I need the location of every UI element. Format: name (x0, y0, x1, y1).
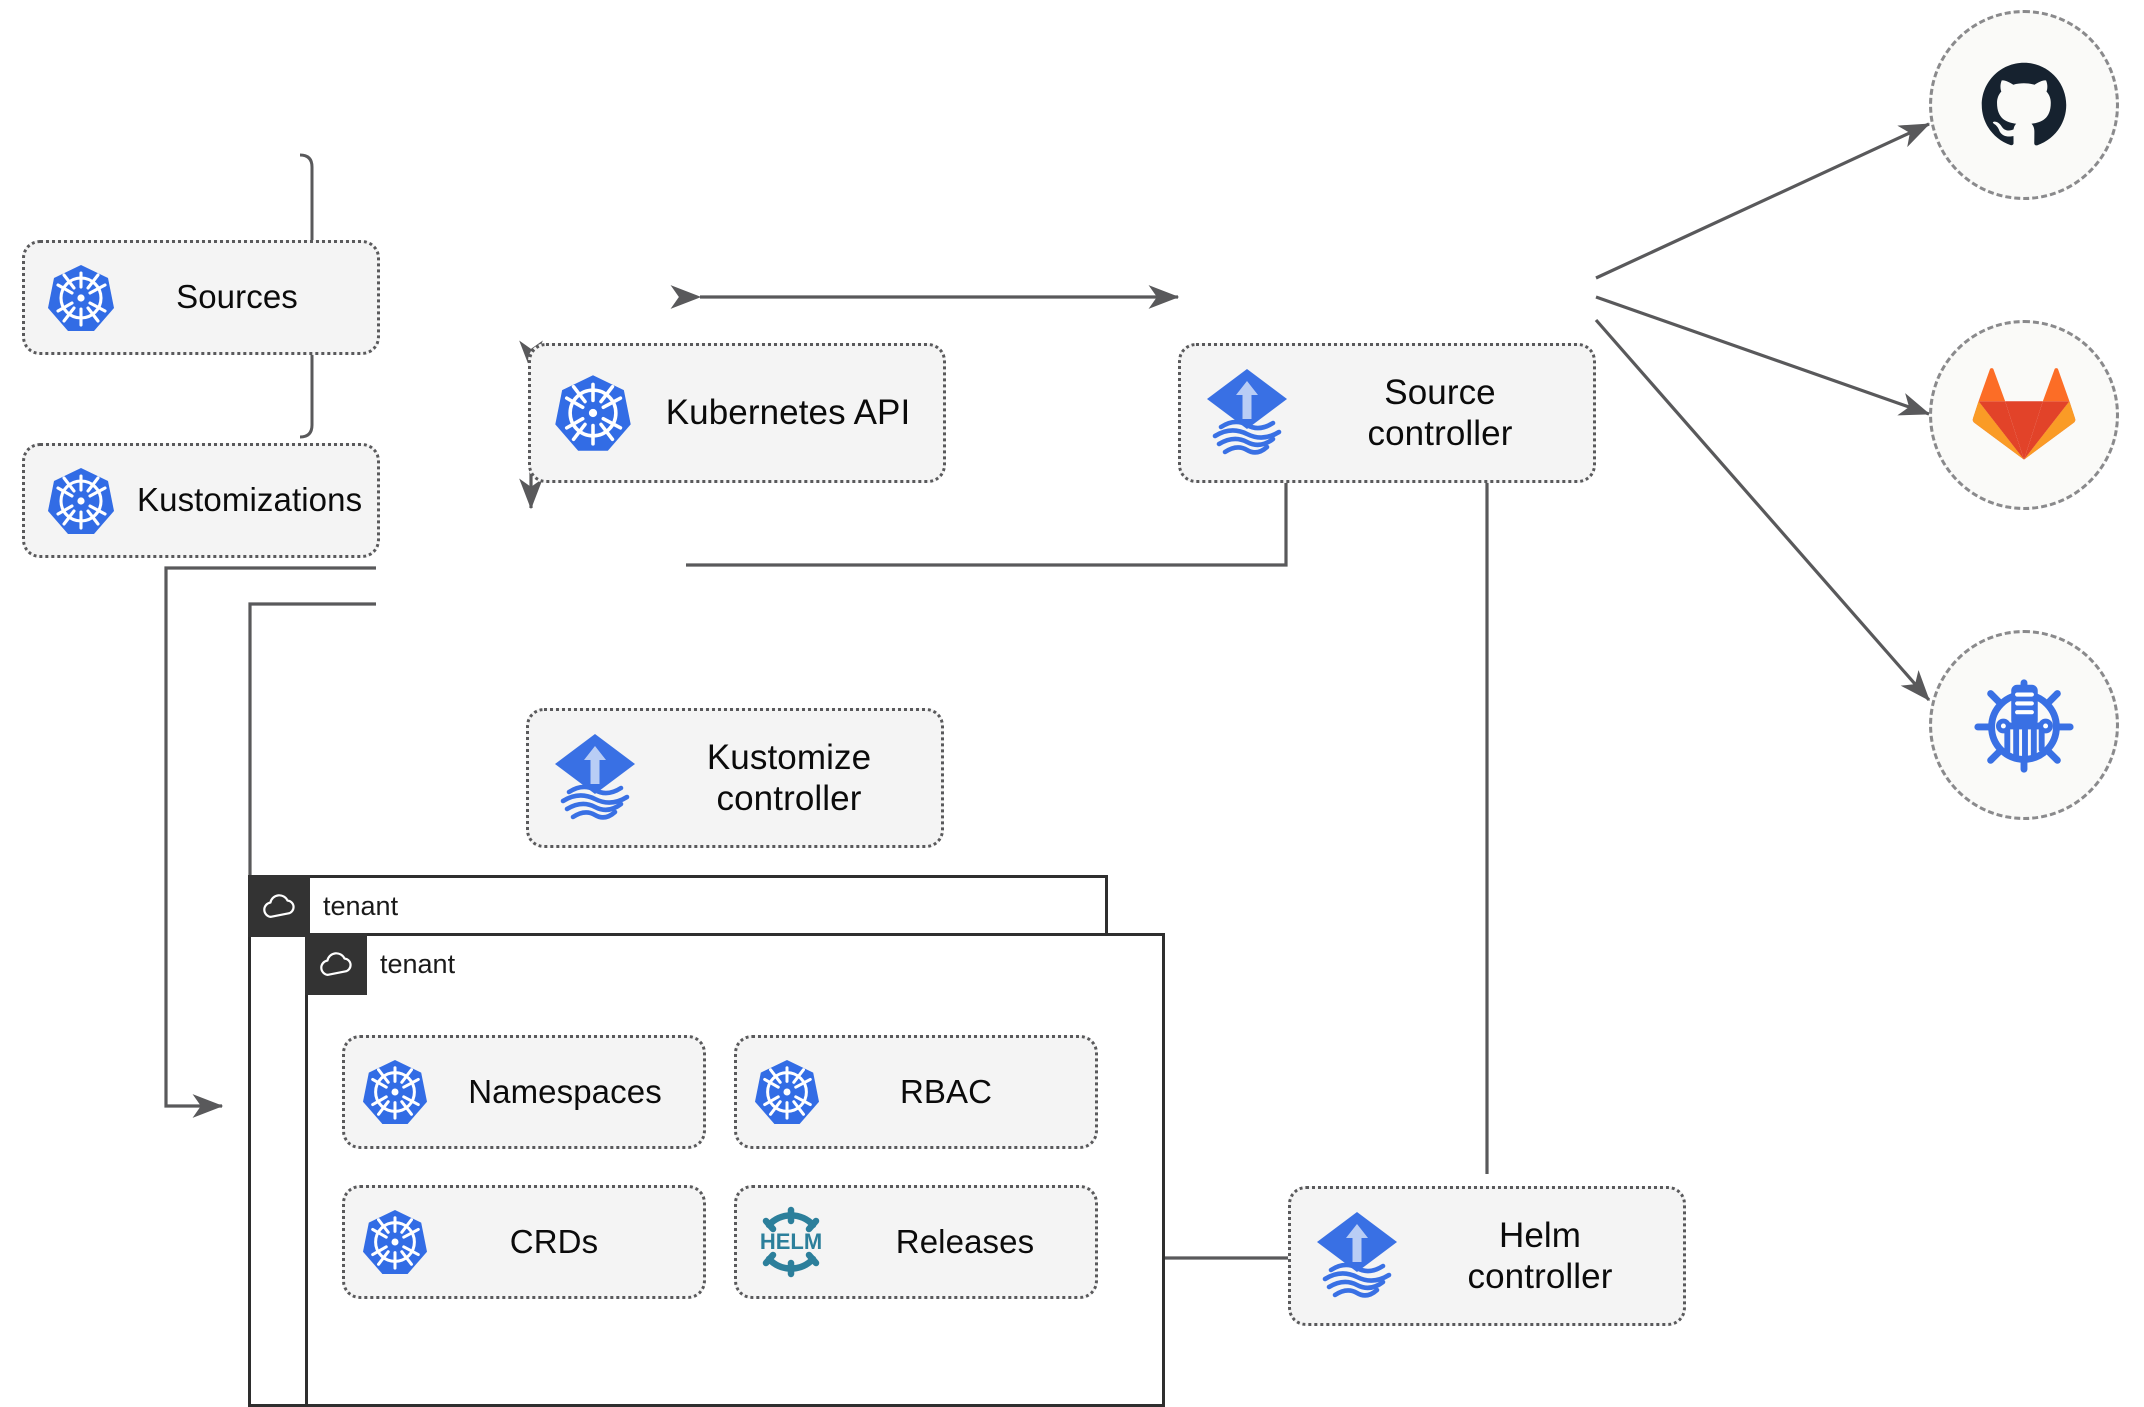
github-icon (1981, 62, 2067, 146)
flux-icon (1291, 1208, 1423, 1304)
node-kubernetes-api-label: Kubernetes API (665, 393, 911, 433)
kubernetes-icon (345, 1058, 445, 1126)
kubernetes-icon (531, 373, 655, 453)
node-sources[interactable]: Sources (22, 240, 380, 355)
tenant-inner-label: tenant (380, 948, 456, 979)
kubernetes-icon (25, 466, 137, 536)
kubernetes-icon (345, 1208, 445, 1276)
node-kustomize-controller[interactable]: Kustomize controller (526, 708, 944, 848)
helm-repository-icon (1974, 679, 2074, 773)
node-source-controller-label: Source controller (1367, 372, 1513, 453)
node-releases-label: Releases (895, 1222, 1035, 1260)
node-crds-label: CRDs (509, 1222, 599, 1260)
node-crds[interactable]: CRDs (342, 1185, 706, 1299)
flux-icon (529, 730, 661, 826)
node-helm-controller-label: Helm controller (1467, 1215, 1613, 1296)
node-kubernetes-api[interactable]: Kubernetes API (528, 343, 946, 483)
helm-icon: HELM (737, 1204, 845, 1280)
node-namespaces[interactable]: Namespaces (342, 1035, 706, 1149)
node-sources-label: Sources (176, 278, 298, 316)
helm-wordmark: HELM (760, 1229, 822, 1254)
tenant-outer-tab (248, 875, 310, 937)
node-source-controller[interactable]: Source controller (1178, 343, 1596, 483)
node-helm-controller[interactable]: Helm controller (1288, 1186, 1686, 1326)
tenant-inner-tab (305, 933, 367, 995)
node-kustomizations[interactable]: Kustomizations (22, 443, 380, 558)
kubernetes-icon (25, 263, 137, 333)
cloud-icon (263, 894, 295, 918)
provider-github[interactable] (1929, 10, 2119, 200)
tenant-outer-label: tenant (323, 890, 399, 921)
tenant-inner[interactable]: tenant (305, 933, 1165, 1407)
node-kustomizations-label: Kustomizations (137, 481, 363, 519)
node-namespaces-label: Namespaces (468, 1072, 662, 1110)
cloud-icon (320, 952, 352, 976)
node-kustomize-controller-label: Kustomize controller (706, 737, 872, 818)
flux-icon (1181, 365, 1313, 461)
provider-gitlab[interactable] (1929, 320, 2119, 510)
node-rbac-label: RBAC (899, 1072, 993, 1110)
node-releases[interactable]: HELM Releases (734, 1185, 1098, 1299)
kubernetes-icon (737, 1058, 837, 1126)
gitlab-icon (1972, 368, 2076, 460)
provider-helm-repository[interactable] (1929, 630, 2119, 820)
node-rbac[interactable]: RBAC (734, 1035, 1098, 1149)
